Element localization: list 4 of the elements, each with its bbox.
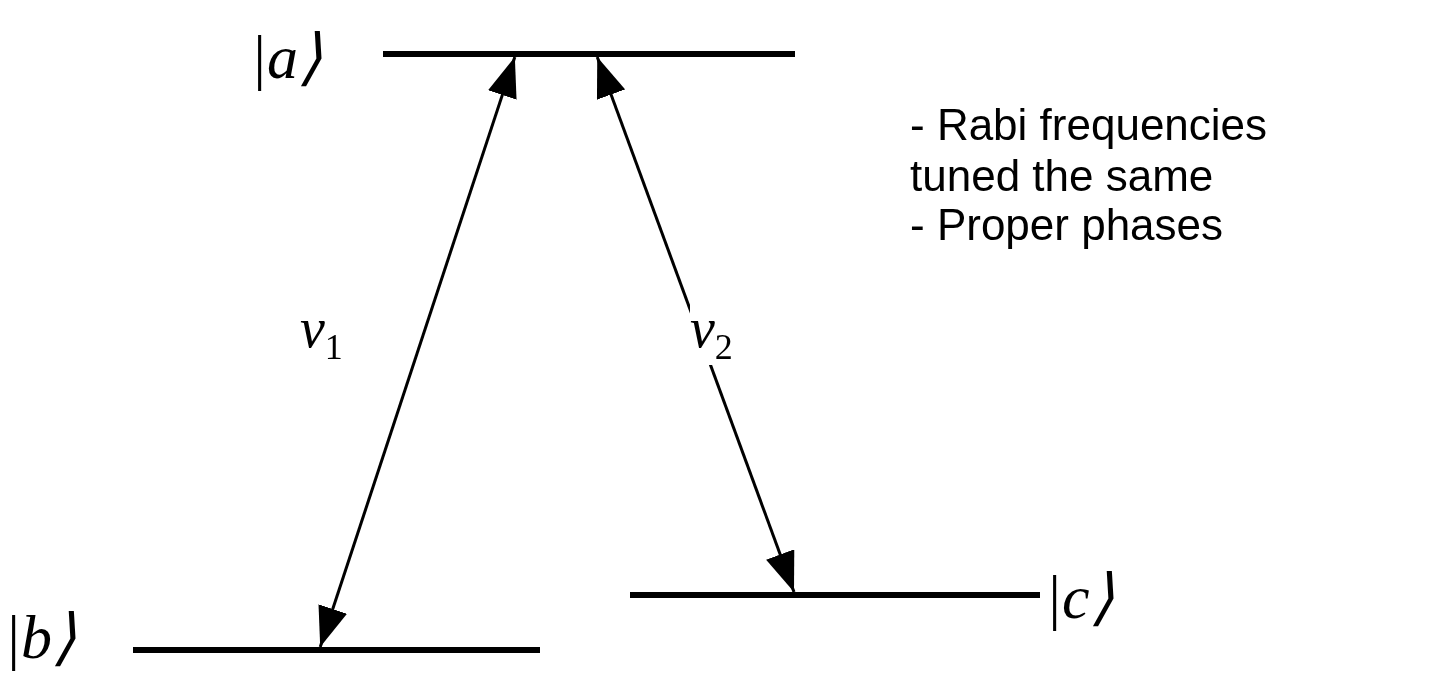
note-text: - Rabi frequencies tuned the same: [910, 100, 1269, 202]
note-text: - Proper phases: [910, 200, 1225, 251]
double-arrow: [318, 56, 517, 648]
double-arrow: [595, 56, 796, 593]
